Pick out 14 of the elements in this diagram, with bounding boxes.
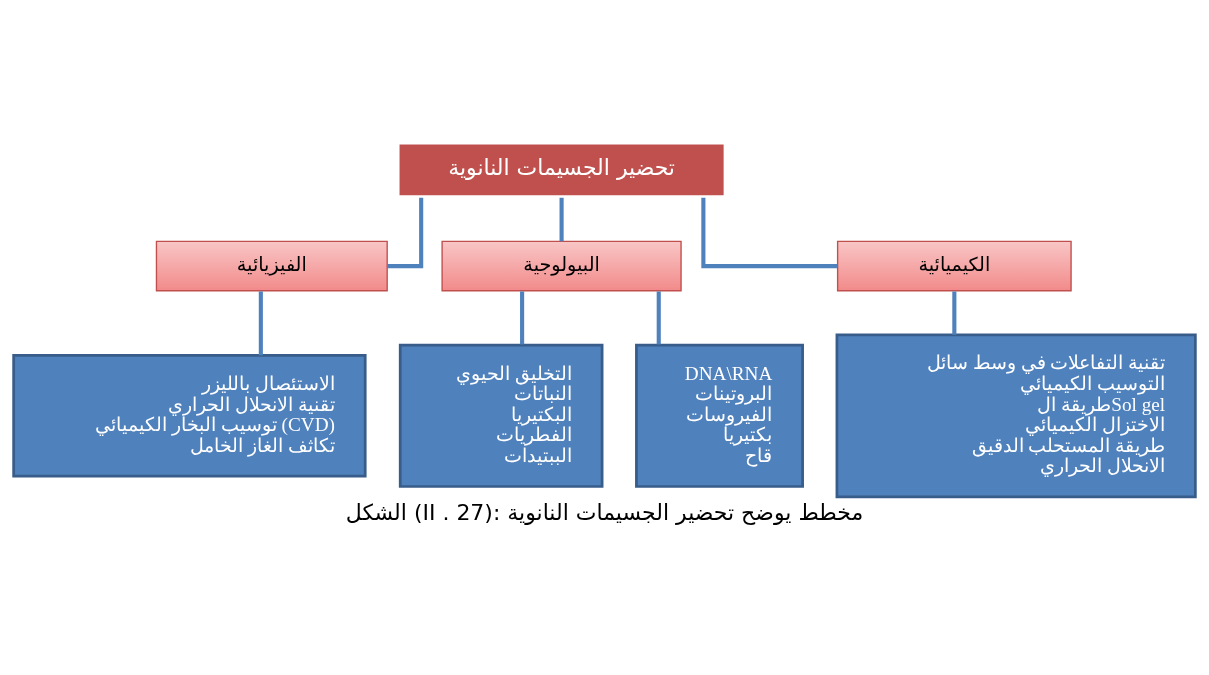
connector [520, 291, 525, 345]
connector [387, 197, 424, 269]
connector [258, 291, 263, 356]
node-box: تقنية التفاعلات في وسط سائل التوسيب الكيميائي طريقة الSol gel الاختزال الكيميائي طريقة المستحلب الدقيق الانحلال الحراري [835, 333, 1197, 499]
connector [656, 291, 661, 345]
connector [952, 291, 957, 335]
node-box: الفيزيائية [155, 240, 388, 292]
caption: الشكل (II . 27): مخطط يوضح تحضير الجسيمات النانوية [345, 499, 864, 525]
connector [559, 197, 564, 242]
connector [701, 197, 838, 269]
node-box: البيولوجية [441, 240, 682, 292]
node-box: الكيميائية [836, 240, 1072, 292]
node-box: التخليق الحيوي النباتات البكتيريا الفطريات الببتيدات [398, 343, 604, 488]
node-box: الاستئصال بالليزر تقنية الانحلال الحراري توسيب البخار الكيميائي (CVD) تكاثف الغاز الخامل [12, 353, 367, 478]
